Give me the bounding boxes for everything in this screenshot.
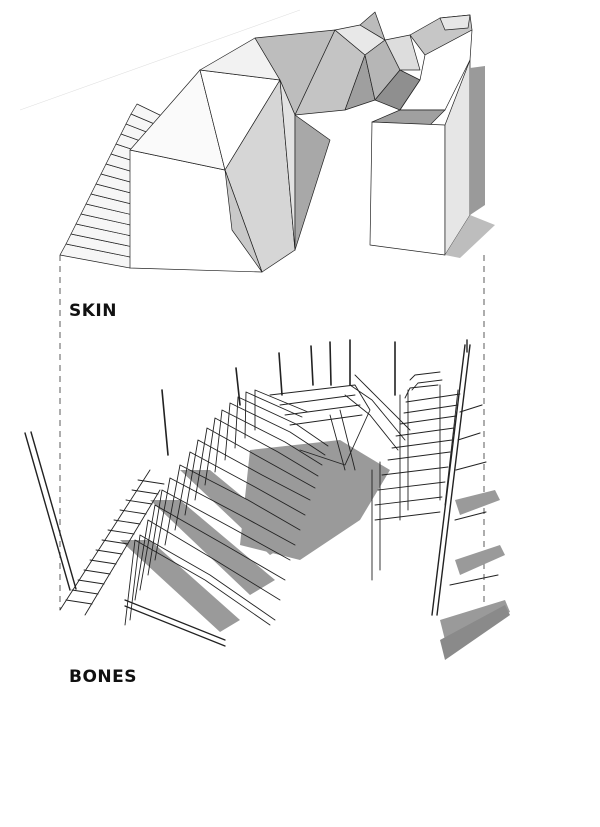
bones-model xyxy=(24,339,510,660)
bones-platform xyxy=(269,374,411,471)
bones-right-stair xyxy=(371,371,461,581)
bones-right-post xyxy=(431,339,471,616)
skin-canopy xyxy=(129,11,473,273)
bones-label: BONES xyxy=(69,667,137,687)
bones-left-post xyxy=(24,431,77,591)
skin-right-block xyxy=(369,59,495,258)
skin-model xyxy=(19,9,495,273)
alignment-lines xyxy=(59,255,485,610)
bones-left-ribs xyxy=(124,389,329,626)
bones-posts xyxy=(161,339,396,456)
skin-label: SKIN xyxy=(69,301,117,321)
bones-left-stair xyxy=(59,469,165,616)
bones-bottom-beam xyxy=(124,599,226,647)
bones-right-ledges xyxy=(449,404,499,586)
bones-shadows xyxy=(120,440,510,640)
bones-right-base-shadow xyxy=(440,605,510,660)
